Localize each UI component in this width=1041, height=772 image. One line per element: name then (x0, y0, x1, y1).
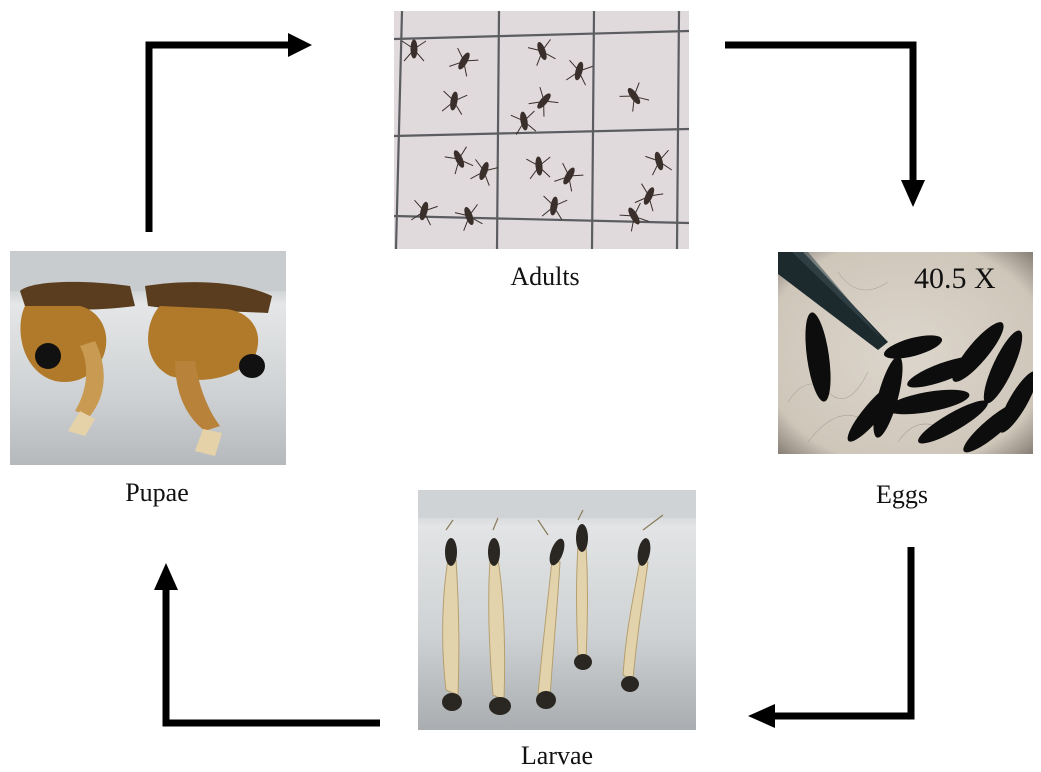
arrow-eggs-to-larvae (772, 547, 911, 716)
eggs-label: Eggs (802, 480, 1002, 510)
arrow-larvae-to-pupae (166, 588, 380, 723)
arrowhead-right-icon (288, 33, 312, 57)
larvae-photo (418, 490, 696, 730)
larvae-label: Larvae (457, 741, 657, 771)
arrow-adults-to-eggs (725, 45, 913, 184)
adults-photo (394, 11, 689, 249)
arrow-pupae-to-adults (149, 45, 292, 232)
adults-label: Adults (445, 262, 645, 292)
magnification-label: 40.5 X (914, 262, 996, 296)
pupae-label: Pupae (57, 478, 257, 508)
arrowhead-down-icon (901, 180, 925, 207)
pupae-photo (10, 251, 286, 465)
eggs-photo: 40.5 X (778, 252, 1033, 454)
arrowhead-up-icon (154, 563, 178, 590)
arrowhead-left-icon (748, 704, 775, 728)
